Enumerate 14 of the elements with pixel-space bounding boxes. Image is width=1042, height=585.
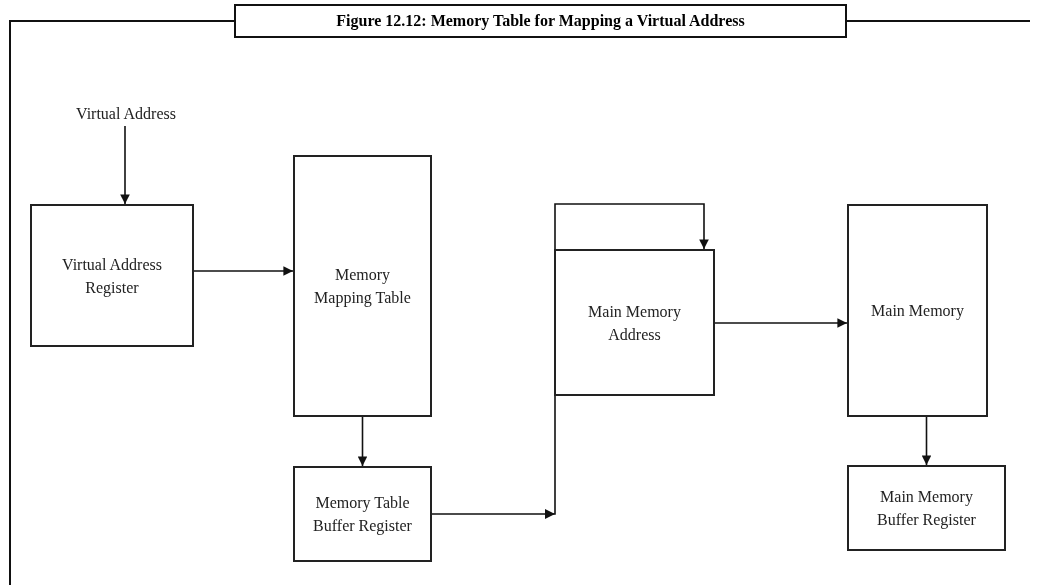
process-box <box>293 155 432 417</box>
process-box <box>554 249 715 396</box>
box-label: Main Memory <box>871 301 964 322</box>
input-label: Virtual Address <box>40 100 212 126</box>
process-box <box>847 204 988 417</box>
process-box <box>30 204 194 347</box>
figure-title: Figure 12.12: Memory Table for Mapping a Virtual Address <box>234 4 847 38</box>
process-box <box>293 466 432 562</box>
box-label: Virtual Address Register <box>61 254 163 299</box>
box-label: Main Memory Buffer Register <box>876 487 977 531</box>
process-box <box>847 465 1006 551</box>
box-label: Main Memory Address <box>587 301 682 345</box>
box-label: Memory Mapping Table <box>313 265 412 309</box>
box-label: Memory Table Buffer Register <box>312 493 413 537</box>
